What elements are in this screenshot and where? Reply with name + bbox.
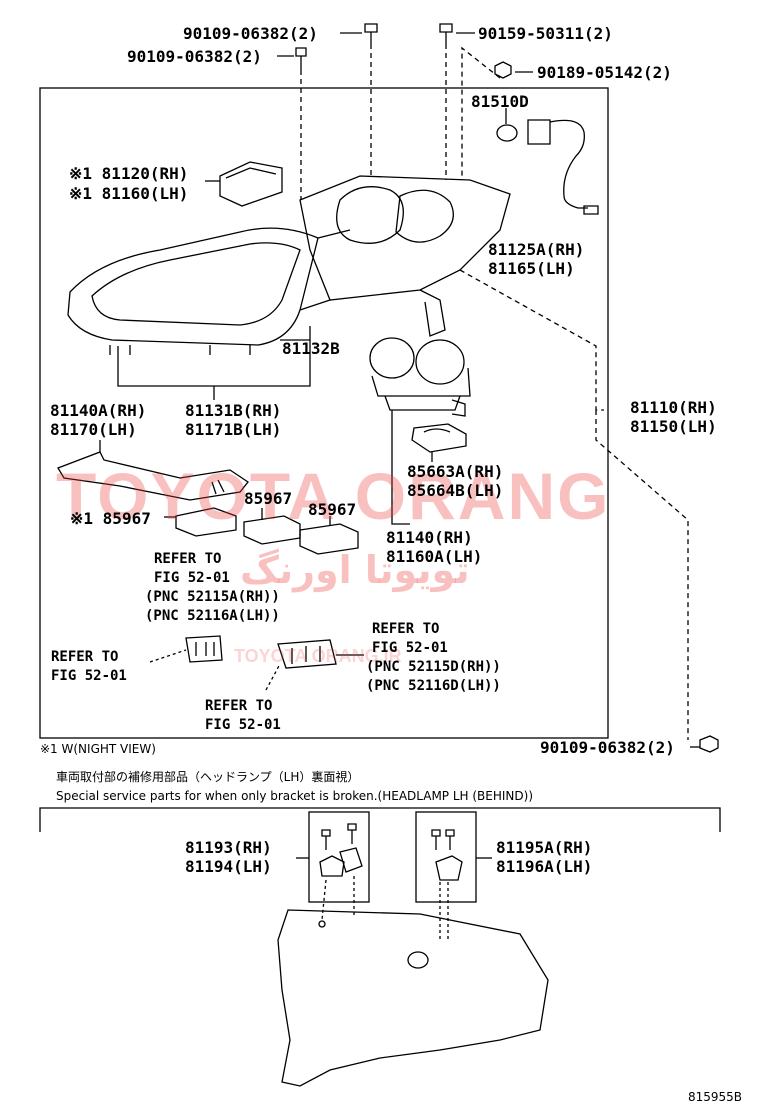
watermark-arabic: تویوتا اورنگ xyxy=(240,548,470,592)
nut-top-icon xyxy=(461,46,512,180)
label-ref4-line2: FIG 52-01 xyxy=(205,717,281,733)
service-bracket-right-icon xyxy=(431,829,463,881)
night-view-note: ※1 W(NIGHT VIEW) xyxy=(40,742,156,756)
label-bracket-lh: 81194(LH) xyxy=(185,857,272,876)
projector-unit-icon xyxy=(369,337,471,417)
label-nv-cover-rh: ※1 81120(RH) xyxy=(69,164,189,183)
bolt-top-1-icon xyxy=(364,23,378,175)
label-unit-lh: 81160A(LH) xyxy=(386,547,483,566)
label-top-bolt-3: 90159-50311(2) xyxy=(478,24,613,43)
label-ref2-line4: (PNC 52116D(LH)) xyxy=(366,678,501,694)
label-trim-rh: 81140A(RH) xyxy=(50,401,147,420)
label-unit-rh: 81140(RH) xyxy=(386,528,473,547)
main-frame xyxy=(39,87,609,739)
service-note-english: Special service parts for when only brac… xyxy=(56,789,534,803)
label-housing-lh: 81171B(LH) xyxy=(185,420,282,439)
watermark-main: TOYOTA ORANG xyxy=(56,459,611,533)
label-ecu-b: 85967 xyxy=(308,500,357,519)
ecu-b-icon xyxy=(299,523,359,555)
bracket-left-icon xyxy=(185,635,223,663)
label-ref2-line1: REFER TO xyxy=(372,621,440,637)
label-ref1-line1: REFER TO xyxy=(154,551,222,567)
label-actuator-lh: 85664B(LH) xyxy=(407,481,504,500)
bracket-right-icon xyxy=(277,639,337,669)
label-bracket-rh: 81193(RH) xyxy=(185,838,272,857)
bolt-top-3-icon xyxy=(439,23,453,180)
label-lens: 81132B xyxy=(282,339,340,358)
bracket-box-right xyxy=(415,811,477,903)
service-bracket-left-icon xyxy=(319,823,363,877)
label-ref3-line2: FIG 52-01 xyxy=(51,668,127,684)
label-ecu-a: 85967 xyxy=(244,489,293,508)
label-assy-lh: 81150(LH) xyxy=(630,417,717,436)
label-bottom-bolt: 90109-06382(2) xyxy=(540,738,675,757)
label-socket-rh: 81125A(RH) xyxy=(488,240,585,259)
label-bracket2-lh: 81196A(LH) xyxy=(496,857,593,876)
label-assy-rh: 81110(RH) xyxy=(630,398,717,417)
ecu-c-icon xyxy=(175,507,237,537)
label-socket-lh: 81165(LH) xyxy=(488,259,575,278)
label-nv-cover-lh: ※1 81160(LH) xyxy=(69,184,189,203)
bolt-top-2-icon xyxy=(295,47,307,200)
bulb-icon xyxy=(496,119,599,215)
label-top-bolt-1: 90109-06382(2) xyxy=(183,24,318,43)
label-trim-lh: 81170(LH) xyxy=(50,420,137,439)
service-section-frame xyxy=(39,807,721,832)
label-ref3-line1: REFER TO xyxy=(51,649,119,665)
label-ecu-c: ※1 85967 xyxy=(70,509,151,528)
label-top-bolt-2: 90109-06382(2) xyxy=(127,47,262,66)
label-ref2-line2: FIG 52-01 xyxy=(372,640,448,656)
label-ref1-line2: FIG 52-01 xyxy=(154,570,230,586)
label-housing-rh: 81131B(RH) xyxy=(185,401,282,420)
label-ref2-line3: (PNC 52115D(RH)) xyxy=(366,659,501,675)
headlamp-back-icon xyxy=(277,909,549,1087)
label-bulb: 81510D xyxy=(471,92,529,111)
service-note-japanese: 車両取付部の補修用部品（ヘッドランプ（LH）裏面視） xyxy=(56,770,360,784)
nightview-cover-icon xyxy=(219,161,283,207)
bolt-bottom-icon xyxy=(699,735,719,753)
label-ref4-line1: REFER TO xyxy=(205,698,273,714)
headlamp-assembly-icon xyxy=(67,175,511,355)
bracket-box-left xyxy=(308,811,370,903)
trim-strip-icon xyxy=(57,451,249,501)
watermark-small: TOYOTA ORANG.IR xyxy=(234,646,402,666)
actuator-icon xyxy=(411,423,467,453)
label-top-nut: 90189-05142(2) xyxy=(537,63,672,82)
label-ref1-line3: (PNC 52115A(RH)) xyxy=(145,589,280,605)
label-bracket2-rh: 81195A(RH) xyxy=(496,838,593,857)
label-ref1-line4: (PNC 52116A(LH)) xyxy=(145,608,280,624)
figure-id: 815955B xyxy=(688,1090,743,1104)
label-actuator-rh: 85663A(RH) xyxy=(407,462,504,481)
